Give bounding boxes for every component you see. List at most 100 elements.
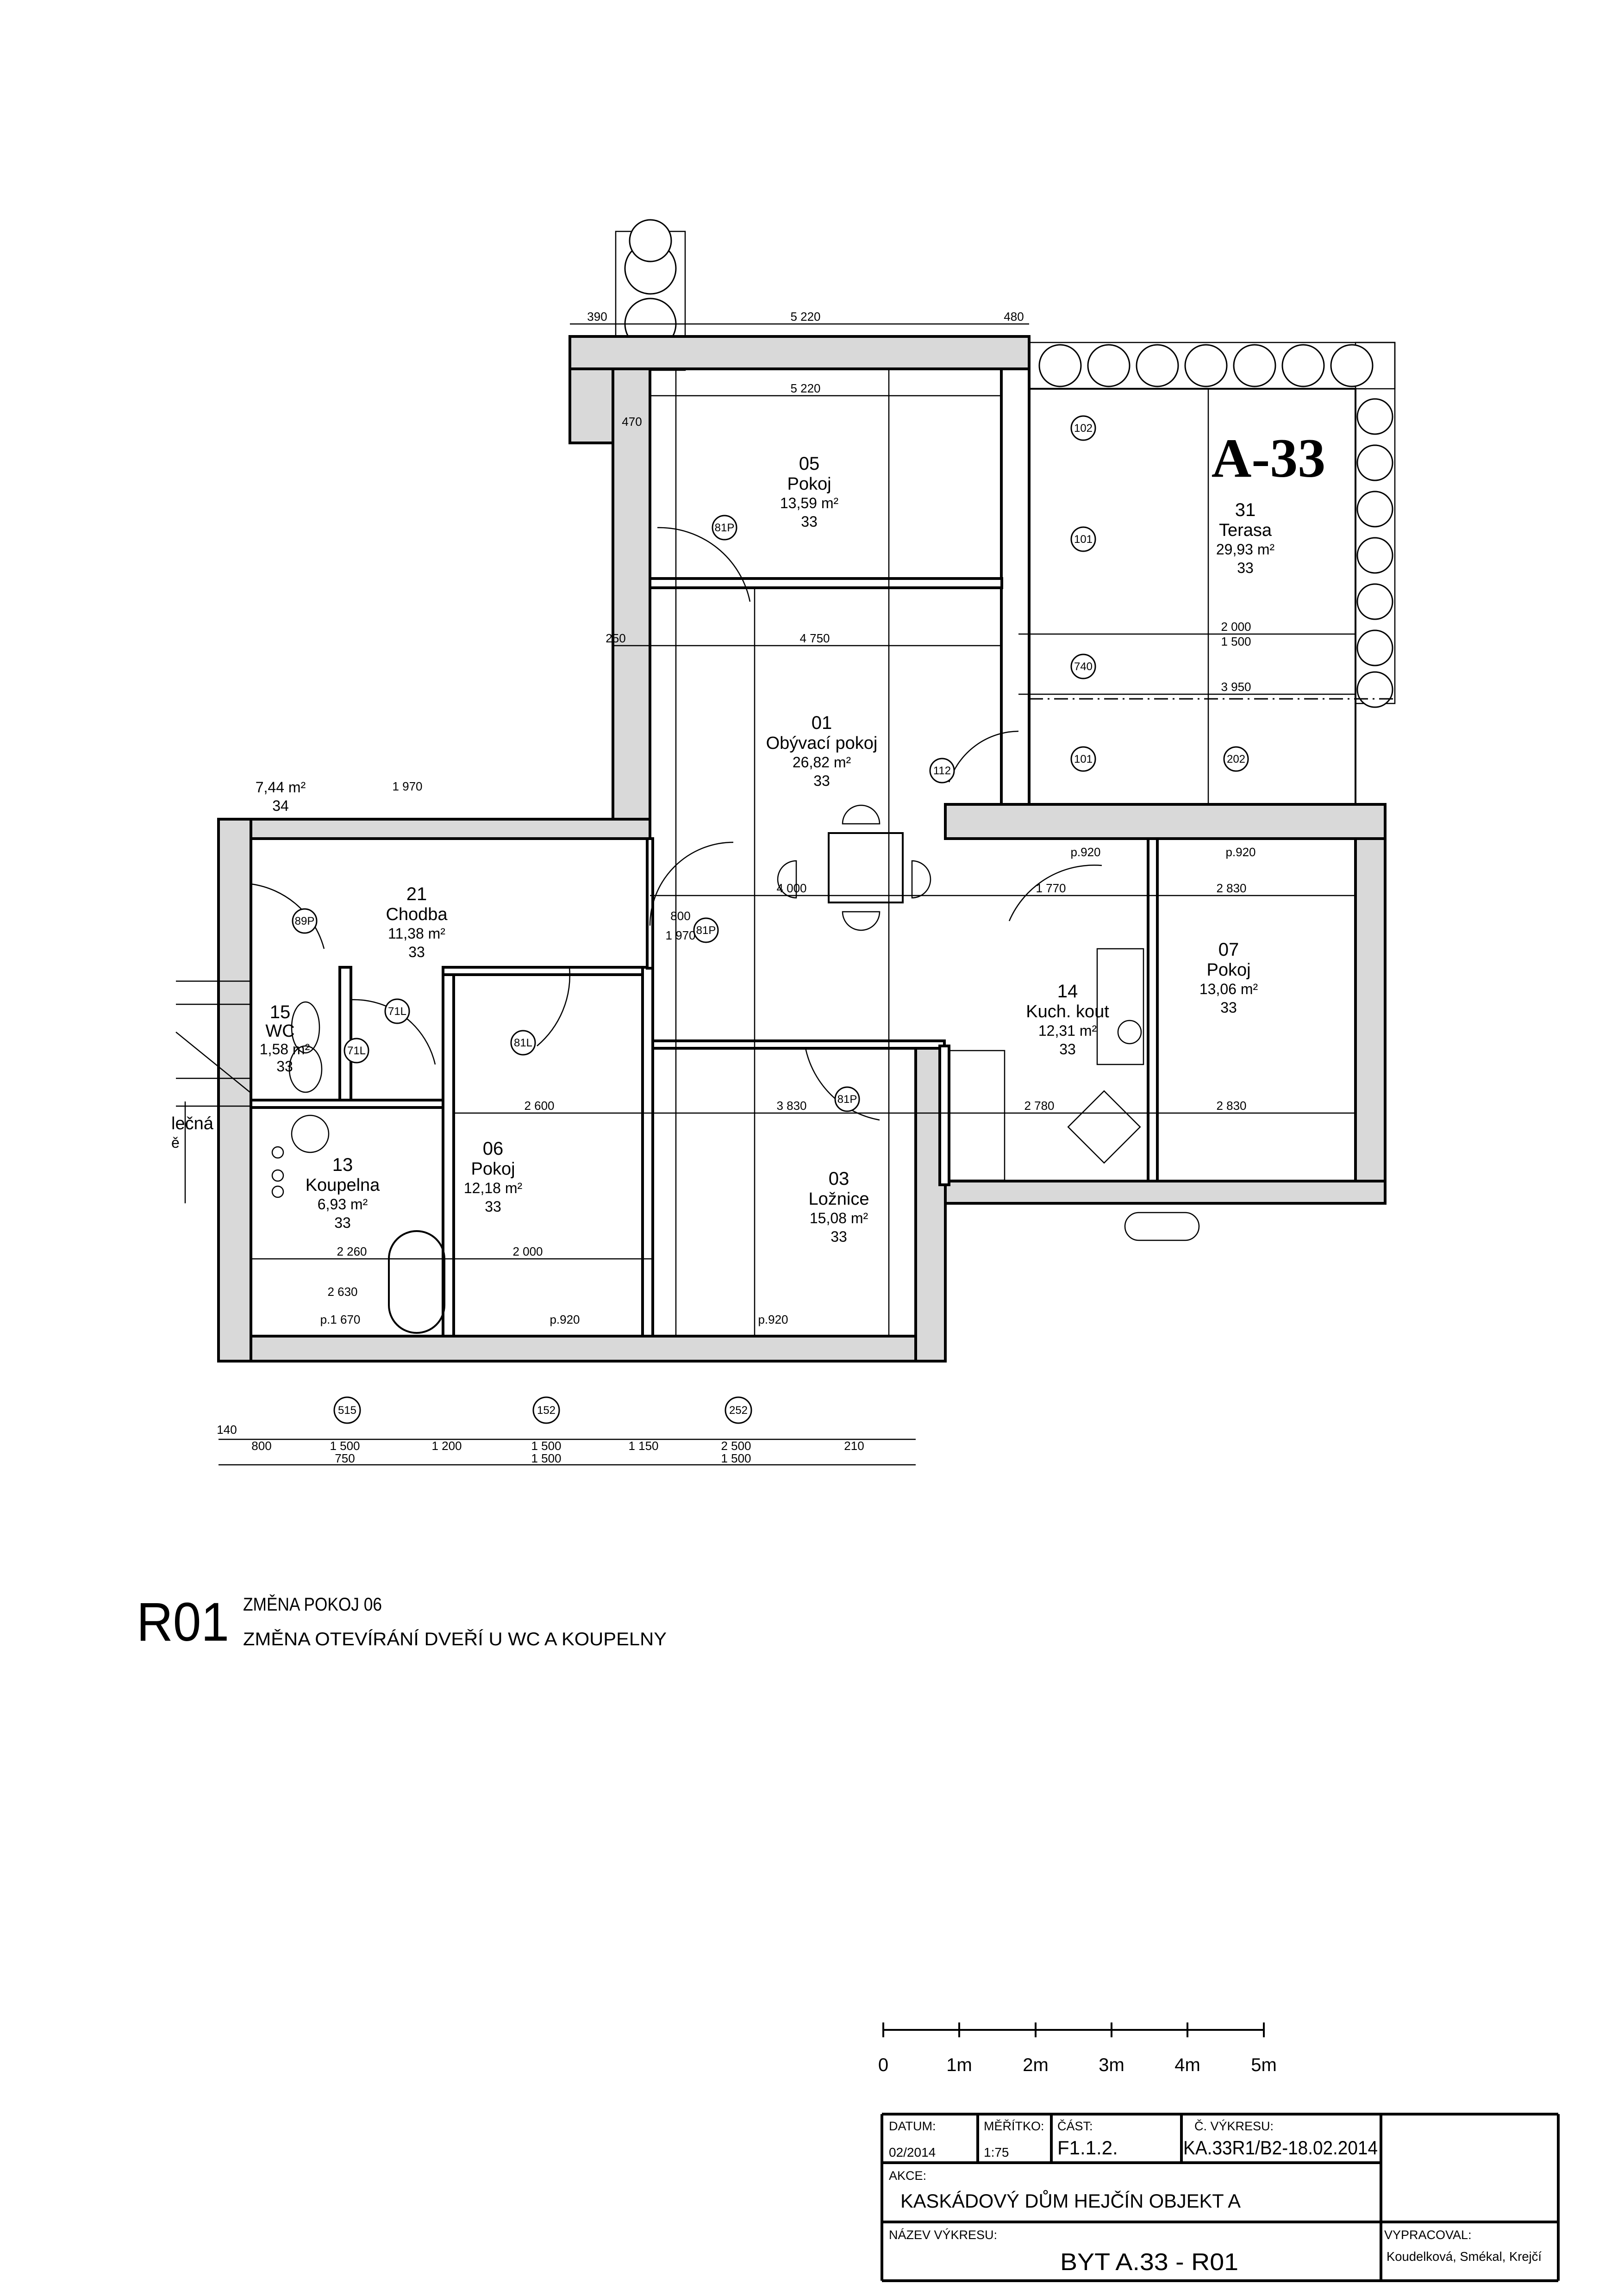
dimension-label: 390 xyxy=(587,310,607,324)
window-tag: 112 xyxy=(933,765,951,777)
room-name: Obývací pokoj xyxy=(766,734,878,753)
nazev-vykresu-label: NÁZEV VÝKRESU: xyxy=(889,2228,997,2242)
scale-label: 3m xyxy=(1099,2055,1124,2075)
door-tag: 71L xyxy=(388,1005,406,1018)
window-tag: 101 xyxy=(1074,533,1093,546)
revision-line: ZMĚNA OTEVÍRÁNÍ DVEŘÍ U WC A KOUPELNY xyxy=(243,1629,667,1649)
door-tag: 81P xyxy=(696,924,716,937)
floor-plan: 05 Pokoj 13,59 m² 33 01 Obývací pokoj 26… xyxy=(171,219,1396,1466)
dimension-label: 3 950 xyxy=(1221,680,1251,694)
room-area: 6,93 m² xyxy=(318,1196,368,1213)
room-14: 14 Kuch. kout 12,31 m² 33 xyxy=(1026,981,1109,1058)
dimension-label: 1 770 xyxy=(1036,881,1066,895)
scale-label: 4m xyxy=(1174,2055,1200,2075)
door-tag: 81P xyxy=(715,522,735,534)
room-number: 03 xyxy=(829,1169,849,1189)
dimension-label: 4 000 xyxy=(776,881,806,895)
dimension-label: 1 970 xyxy=(665,928,695,942)
room-code: 33 xyxy=(408,944,425,960)
cast-value: F1.1.2. xyxy=(1057,2137,1118,2159)
dimension-label: 480 xyxy=(1004,310,1024,324)
room-number: 06 xyxy=(483,1139,504,1159)
room-number: 31 xyxy=(1235,500,1256,520)
dimension-label: 1 500 xyxy=(531,1451,561,1465)
room-number: 15 xyxy=(270,1002,291,1022)
dimension-label: 2 600 xyxy=(524,1099,554,1113)
room-number: 01 xyxy=(812,713,832,733)
door-tag: 89P xyxy=(295,915,315,927)
room-number: 13 xyxy=(332,1155,353,1175)
sill-height-label: p.1 670 xyxy=(320,1313,361,1326)
dimension-label: 800 xyxy=(670,909,690,923)
cast-label: ČÁST: xyxy=(1057,2119,1093,2133)
door-tag: 81L xyxy=(514,1037,532,1049)
room-code: 33 xyxy=(1237,560,1254,576)
dimension-label: 1 500 xyxy=(1221,635,1251,648)
room-code: 33 xyxy=(1220,999,1237,1016)
dimension-label: 2 500 xyxy=(721,1439,751,1453)
room-name: Pokoj xyxy=(1206,960,1250,980)
title-block: DATUM: 02/2014 MĚŘÍTKO: 1:75 ČÁST: F1.1.… xyxy=(881,2113,1560,2282)
dimension-label: 2 830 xyxy=(1216,1099,1246,1113)
room-code: 33 xyxy=(485,1198,501,1215)
dimension-label: 2 830 xyxy=(1216,881,1246,895)
dimension-label: 5 220 xyxy=(790,381,820,395)
akce-label: AKCE: xyxy=(889,2169,926,2183)
room-code: 33 xyxy=(831,1228,847,1245)
room-code: 33 xyxy=(276,1058,293,1075)
window-tag: 740 xyxy=(1074,660,1093,673)
apartment-tag: A-33 xyxy=(1212,427,1326,489)
window-tag: 102 xyxy=(1074,422,1093,435)
room-area: 1,58 m² xyxy=(260,1041,310,1058)
scale-label: 5m xyxy=(1251,2055,1277,2075)
revision-code: R01 xyxy=(137,1592,229,1653)
room-area: 13,06 m² xyxy=(1199,981,1258,997)
window-tag: 202 xyxy=(1227,753,1245,765)
datum-value: 02/2014 xyxy=(889,2145,936,2159)
room-area: 12,31 m² xyxy=(1038,1022,1097,1039)
dimension-label: 470 xyxy=(622,415,642,429)
dimension-label: 5 220 xyxy=(790,310,820,324)
dimension-label: 2 000 xyxy=(1221,620,1251,634)
walls xyxy=(217,335,1387,1363)
door-tag: 71L xyxy=(347,1045,366,1057)
room-area: 7,44 m² xyxy=(256,779,306,796)
partial-room-label: ě xyxy=(171,1134,180,1151)
room-code: 33 xyxy=(813,772,830,789)
room-name: Kuch. kout xyxy=(1026,1002,1109,1021)
room-13: 13 Koupelna 6,93 m² 33 xyxy=(306,1155,380,1231)
room-01: 01 Obývací pokoj 26,82 m² 33 xyxy=(766,713,878,789)
element-tags: 89P 71L 71L 81L 81P 81P 81P 102 101 740 … xyxy=(292,415,1249,1424)
room-31: 31 Terasa 29,93 m² 33 xyxy=(1216,500,1275,576)
dimension-label: 1 500 xyxy=(330,1439,360,1453)
room-name: Ložnice xyxy=(809,1189,869,1209)
dimension-label: 1 500 xyxy=(531,1439,561,1453)
dimension-label: 750 xyxy=(335,1451,355,1465)
stair-lines xyxy=(175,980,250,1203)
neighbour-room: 7,44 m² 34 xyxy=(256,779,306,814)
room-name: Chodba xyxy=(386,905,448,924)
sill-height-label: p.920 xyxy=(1070,845,1100,859)
sill-height-label: p.920 xyxy=(550,1313,580,1326)
dimension-label: 1 500 xyxy=(721,1451,751,1465)
room-06: 06 Pokoj 12,18 m² 33 xyxy=(464,1139,523,1215)
room-15: 15 WC 1,58 m² 33 xyxy=(260,1002,310,1075)
scale-label: 1m xyxy=(946,2055,972,2075)
window-tag: 101 xyxy=(1074,753,1093,765)
room-number: 21 xyxy=(406,884,427,904)
room-code: 33 xyxy=(1059,1041,1076,1058)
dimension-label: 1 200 xyxy=(431,1439,462,1453)
room-name: WC xyxy=(265,1021,294,1041)
room-name: Terasa xyxy=(1219,521,1272,540)
dimension-label: 1 150 xyxy=(628,1439,658,1453)
scale-label: 0 xyxy=(878,2055,888,2075)
room-area: 11,38 m² xyxy=(388,925,445,942)
dimension-label: 140 xyxy=(217,1423,237,1437)
sill-height-label: p.920 xyxy=(1225,845,1255,859)
akce-value: KASKÁDOVÝ DŮM HEJČÍN OBJEKT A xyxy=(900,2189,1241,2212)
revision-line: ZMĚNA POKOJ 06 xyxy=(243,1594,382,1615)
room-area: 15,08 m² xyxy=(810,1210,868,1226)
dimension-label: 800 xyxy=(251,1439,271,1453)
dimension-label: 210 xyxy=(844,1439,864,1453)
